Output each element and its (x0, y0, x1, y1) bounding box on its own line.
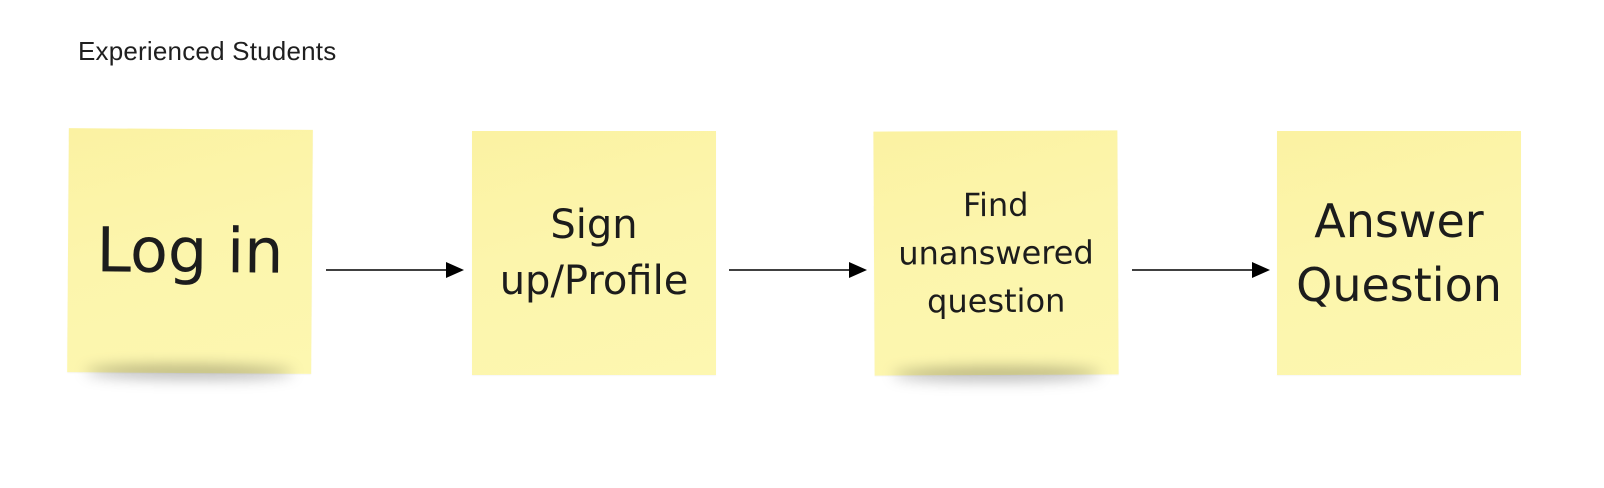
sticky-note-text: Sign up/Profile (499, 202, 689, 304)
connector-find-question-to-answer[interactable] (1132, 262, 1270, 278)
connector-log-in-to-sign-up[interactable] (326, 262, 464, 278)
arrowhead-icon (446, 262, 464, 278)
arrowhead-icon (1252, 262, 1270, 278)
sticky-note-text: Answer Question (1296, 193, 1502, 312)
arrowhead-icon (849, 262, 867, 278)
sticky-note-answer-question[interactable]: Answer Question (1277, 131, 1521, 375)
frame-title: Experienced Students (78, 36, 337, 66)
sticky-note-sign-up-profile[interactable]: Sign up/Profile (472, 131, 716, 375)
connector-sign-up-to-find-question[interactable] (729, 262, 867, 278)
